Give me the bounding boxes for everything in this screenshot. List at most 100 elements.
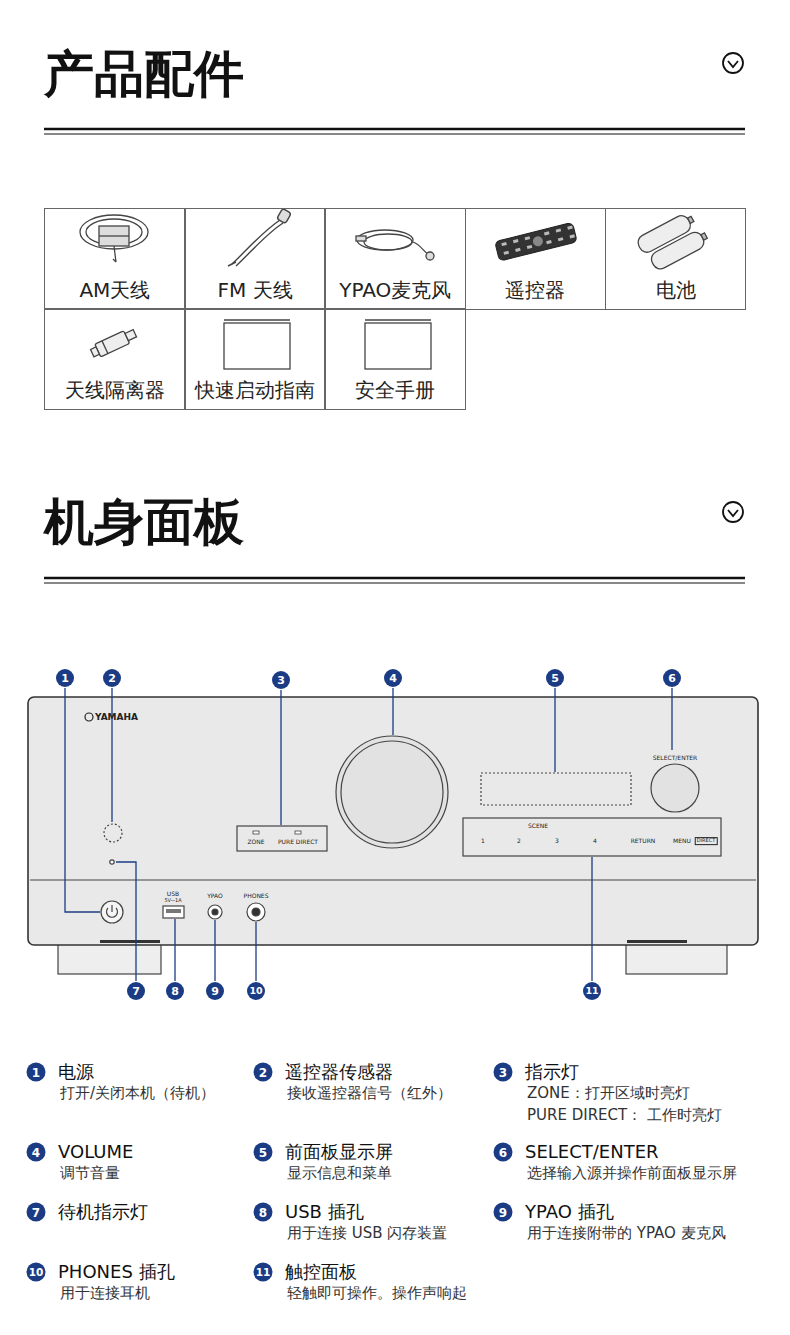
item-title: 指示灯: [525, 1062, 579, 1083]
fm-antenna-icon: [236, 223, 283, 266]
item-title: SELECT/ENTER: [525, 1142, 659, 1163]
callout-number: 1: [56, 669, 74, 687]
brand-logo: YAMAHA: [95, 712, 138, 722]
receiver-front-panel: [85, 713, 93, 721]
receiver-front-panel: [100, 940, 160, 943]
section-heading: 机身面板: [44, 494, 244, 552]
item-description: 用于连接 USB 闪存装置: [287, 1225, 447, 1242]
receiver-front-panel: [627, 940, 687, 943]
accessory-name: 天线隔离器: [65, 378, 165, 402]
callout-number: 5: [546, 669, 564, 687]
section-rule: [44, 128, 745, 131]
remote-button: [525, 236, 531, 240]
panel-marking: SELECT/ENTER: [653, 755, 698, 762]
item-number: 1: [27, 1063, 46, 1082]
ypao-mic-icon: [357, 230, 413, 250]
receiver-front-panel: [247, 903, 265, 921]
panel-marking: YPAO: [207, 893, 223, 900]
leader-line: [255, 922, 256, 981]
accessory-cell: 天线隔离器: [44, 308, 186, 410]
leader-line: [65, 688, 672, 981]
item-number: 6: [494, 1143, 513, 1162]
ypao-mic-icon: [413, 242, 428, 254]
remote-button: [515, 248, 521, 252]
remote-button: [558, 237, 564, 241]
accessory-cell: AM天线: [44, 208, 186, 310]
battery-icon: [701, 233, 707, 240]
chevron-icon: [723, 53, 743, 73]
accessory-name: 遥控器: [505, 278, 565, 302]
item-number: 10: [27, 1263, 46, 1282]
panel-marking: 1: [481, 838, 485, 845]
callout-number: 9: [206, 982, 224, 1000]
receiver-front-panel: [295, 831, 301, 834]
leader-line: [214, 920, 215, 981]
callout-number: 7: [127, 982, 145, 1000]
item-description: 接收遥控器信号（红外）: [287, 1085, 452, 1102]
item-title: 待机指示灯: [58, 1202, 148, 1223]
ypao-mic-icon: [364, 234, 412, 250]
booklet-icon: [365, 319, 431, 320]
isolator-icon: [125, 330, 137, 341]
accessory-cell: 安全手册: [324, 308, 466, 410]
am-antenna-icon: [86, 219, 142, 245]
item-title: 遥控器传感器: [285, 1062, 393, 1083]
am-antenna-icon: [113, 246, 116, 262]
item-description: 调节音量: [60, 1165, 120, 1182]
leader-line: [111, 688, 112, 822]
accessory-name: FM 天线: [217, 278, 292, 302]
item-title: USB 插孔: [285, 1202, 364, 1223]
receiver-front-panel: [336, 736, 448, 848]
callout-number: 11: [583, 982, 601, 1000]
item-description: 轻触即可操作。操作声响起: [287, 1285, 467, 1302]
receiver-front-panel: [58, 942, 161, 974]
panel-marking: 4: [593, 838, 597, 845]
leader-line: [554, 688, 555, 772]
section-rule: [44, 577, 745, 580]
accessory-cell: 电池: [605, 208, 747, 310]
leader-line: [174, 919, 175, 981]
item-title: PHONES 插孔: [58, 1262, 175, 1283]
receiver-front-panel: [101, 901, 123, 923]
fm-antenna-icon: [232, 220, 280, 264]
receiver-front-panel: [212, 909, 218, 915]
item-number: 9: [494, 1203, 513, 1222]
remote-button: [544, 231, 550, 235]
section-rule: [44, 583, 745, 584]
panel-marking: USB: [167, 891, 179, 898]
item-number: 4: [27, 1143, 46, 1162]
booklet-icon: [224, 319, 290, 320]
item-title: YPAO 插孔: [525, 1202, 614, 1223]
item-title: 前面板显示屏: [285, 1142, 393, 1163]
callout-number: 6: [663, 669, 681, 687]
receiver-front-panel: [651, 764, 699, 812]
callout-number: 8: [166, 982, 184, 1000]
accessory-name: 安全手册: [355, 378, 435, 402]
receiver-front-panel: [463, 818, 721, 856]
panel-marking: 2: [517, 838, 521, 845]
item-number: 3: [494, 1063, 513, 1082]
item-number: 8: [254, 1203, 273, 1222]
item-number: 5: [254, 1143, 273, 1162]
booklet-icon: [224, 323, 290, 369]
receiver-front-panel: [110, 860, 114, 864]
receiver-front-panel: [163, 906, 184, 918]
accessory-cell: 快速启动指南: [184, 308, 326, 410]
receiver-front-panel: [107, 905, 118, 917]
remote-icon: [495, 222, 577, 261]
section-rule: [44, 134, 745, 135]
remote-button: [513, 239, 519, 243]
battery-icon: [635, 209, 710, 273]
isolator-icon: [102, 341, 108, 354]
chevron-icon: [723, 53, 743, 522]
accessory-name: AM天线: [79, 278, 150, 302]
panel-marking: 5V⎓1A: [164, 898, 181, 904]
leader-line: [65, 688, 100, 912]
panel-marking: PURE DIRECT: [278, 839, 318, 846]
accessory-cell: FM 天线: [184, 208, 326, 310]
item-number: 7: [27, 1203, 46, 1222]
item-title: 电源: [58, 1062, 94, 1083]
am-antenna-icon: [99, 235, 129, 236]
